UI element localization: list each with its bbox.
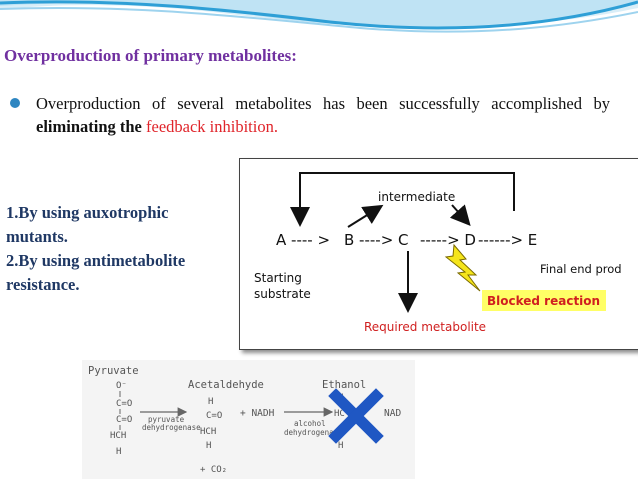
- acetaldehyde-h: H: [208, 397, 213, 407]
- acetaldehyde-hb: H: [206, 441, 211, 451]
- arrow-b-to-intermediate: [347, 204, 384, 228]
- method-line-1: 1.By using auxotrophic: [6, 203, 169, 222]
- feedback-diagram: intermediate A ---- > B ----> C -----> D…: [239, 158, 638, 350]
- intermediate-label: intermediate: [378, 190, 455, 204]
- bullet-text-red: feedback inhibition.: [141, 117, 278, 136]
- enzyme2-line2: dehydrogenase: [284, 428, 343, 437]
- required-metabolite-label: Required metabolite: [364, 320, 486, 334]
- co2-label: + CO₂: [200, 465, 227, 475]
- nadh-label: + NADH: [240, 408, 275, 419]
- header-swoosh: [0, 0, 638, 33]
- blocked-reaction-box: [482, 290, 606, 311]
- bullet-text: Overproduction of several metabolites ha…: [36, 92, 610, 138]
- acetaldehyde-label: Acetaldehyde: [188, 379, 264, 391]
- method-line-3: 2.By using antimetabolite: [6, 251, 186, 270]
- blocked-reaction-label: Blocked reaction: [487, 294, 600, 308]
- enzyme2-line1: alcohol: [294, 419, 326, 428]
- nad-label: NAD: [384, 408, 401, 419]
- methods-list: 1.By using auxotrophic mutants. 2.By usi…: [6, 201, 241, 297]
- bullet-text-part1: Overproduction of several metabolites ha…: [36, 94, 610, 113]
- acetaldehyde-hch: HCH: [200, 427, 216, 437]
- blocked-x-icon: [328, 388, 384, 444]
- starting-substrate-line1: Starting: [254, 271, 302, 285]
- arrow-intermediate-to-d: [449, 204, 471, 226]
- ethanol-hc: HC: [334, 409, 345, 419]
- bullet-paragraph: Overproduction of several metabolites ha…: [10, 92, 610, 138]
- enzyme1-line1: pyruvate: [148, 415, 185, 424]
- pathway-c-d: -----> D: [420, 231, 476, 249]
- fermentation-reaction-svg: Pyruvate Acetaldehyde Ethanol O⁻ C=O C=O…: [88, 365, 401, 475]
- ethanol-hb: H: [338, 441, 343, 451]
- starting-substrate-line2: substrate: [254, 287, 311, 301]
- pyruvate-hch: HCH: [110, 431, 126, 441]
- pathway-b-c: B ----> C: [344, 231, 409, 249]
- ethanol-label: Ethanol: [322, 379, 366, 391]
- method-line-2: mutants.: [6, 227, 68, 246]
- pyruvate-c2: C=O: [116, 415, 132, 425]
- bullet-icon: [10, 98, 20, 108]
- method-line-4: resistance.: [6, 275, 80, 294]
- slide-title: Overproduction of primary metabolites:: [4, 46, 297, 65]
- pyruvate-h: H: [116, 447, 121, 457]
- pathway-a: A ---- >: [276, 231, 330, 249]
- feedback-loop-line: [290, 172, 515, 227]
- final-end-product-label: Final end prod: [540, 262, 622, 276]
- acetaldehyde-c: C=O: [206, 411, 222, 421]
- fermentation-reaction: Pyruvate Acetaldehyde Ethanol O⁻ C=O C=O…: [82, 360, 415, 479]
- enzyme1-line2: dehydrogenase: [142, 423, 201, 432]
- bullet-text-bold: eliminating the: [36, 117, 142, 136]
- feedback-diagram-svg: intermediate A ---- > B ----> C -----> D…: [254, 172, 622, 334]
- pyruvate-c1: C=O: [116, 399, 132, 409]
- pathway-d-e: ------> E: [478, 231, 537, 249]
- lightning-bolt-icon: [444, 243, 481, 292]
- pyruvate-o-minus: O⁻: [116, 381, 127, 391]
- pyruvate-label: Pyruvate: [88, 365, 139, 377]
